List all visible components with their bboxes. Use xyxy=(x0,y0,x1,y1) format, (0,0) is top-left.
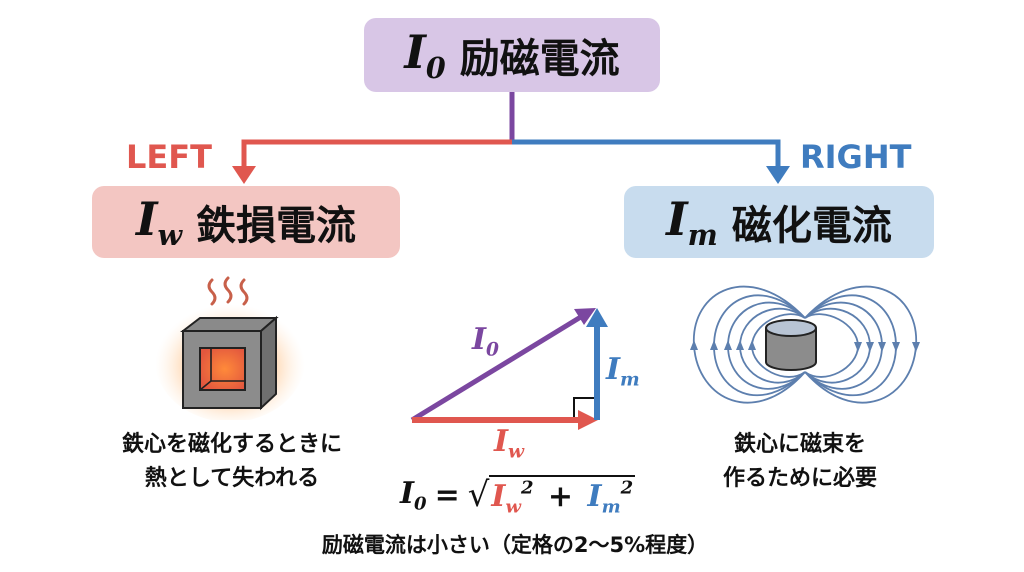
formula-lhs: I0 xyxy=(400,475,427,515)
excitation-current-box: I0 励磁電流 xyxy=(364,18,660,92)
formula-im-term: Im2 xyxy=(587,477,634,517)
bottom-note: 励磁電流は小さい（定格の2〜5%程度） xyxy=(321,533,709,557)
left-arrowhead xyxy=(232,166,256,184)
radical-sign: √ xyxy=(467,474,490,515)
field-arrow-up xyxy=(710,340,718,350)
right-angle-marker xyxy=(573,397,594,417)
field-arrow-up xyxy=(736,340,744,350)
iron-loss-current-box: Iw 鉄損電流 xyxy=(92,186,400,258)
magnetizing-caption-line1: 鉄心に磁束を xyxy=(733,432,866,457)
i0-vector xyxy=(410,312,586,423)
im-symbol: Im xyxy=(666,192,718,252)
radicand: Iw2 + Im2 xyxy=(489,475,636,517)
core-cylinder-body xyxy=(765,328,817,371)
core-window-corner xyxy=(199,380,212,391)
right-arrowhead xyxy=(766,166,790,184)
magnetizing-caption-line2: 作るために必要 xyxy=(722,466,877,491)
heated-iron-core-icon xyxy=(155,276,305,420)
formula-iw-term: Iw2 xyxy=(491,477,534,517)
magnetic-field-lines-icon xyxy=(690,285,920,404)
iron-loss-caption-line2: 熱として失われる xyxy=(144,466,320,491)
field-arrow-down xyxy=(912,342,920,352)
iw-arrowhead xyxy=(578,410,598,430)
field-arrow-up xyxy=(724,340,732,350)
right-direction-label: RIGHT xyxy=(800,138,912,176)
i0-arrowhead xyxy=(574,308,596,325)
heat-wave xyxy=(207,278,217,306)
left-branch-line xyxy=(241,139,512,170)
iron-loss-caption-line1: 鉄心を磁化するときに xyxy=(121,432,342,457)
field-arrow-down xyxy=(878,342,886,352)
iw-vector-label: Iw xyxy=(494,424,525,463)
magnetizing-current-box: Im 磁化電流 xyxy=(624,186,934,258)
field-arrow-down xyxy=(854,342,862,352)
field-arrow-up xyxy=(748,340,756,350)
magnetizing-caption: 鉄心に磁束を 作るために必要 xyxy=(690,428,910,496)
right-branch-line xyxy=(512,139,781,170)
heat-wave xyxy=(239,278,249,306)
excitation-current-label: 励磁電流 xyxy=(459,36,620,82)
core-cylinder-top xyxy=(765,319,817,337)
i0-symbol: I0 xyxy=(404,25,446,85)
square-root: √ Iw2 + Im2 xyxy=(467,473,636,517)
heat-wave xyxy=(223,276,233,304)
core-side-face xyxy=(260,315,277,411)
magnetizing-current-label: 磁化電流 xyxy=(731,203,892,249)
iron-loss-current-label: 鉄損電流 xyxy=(196,203,357,249)
i0-vector-label: I0 xyxy=(472,322,499,361)
formula-equals: = xyxy=(434,477,460,513)
left-direction-label: LEFT xyxy=(126,138,212,176)
im-vector-label: Im xyxy=(606,352,640,391)
field-arrow-down xyxy=(892,342,900,352)
iw-symbol: Iw xyxy=(135,192,183,252)
field-arrow-up xyxy=(690,340,698,350)
iron-loss-caption: 鉄心を磁化するときに 熱として失われる xyxy=(94,428,370,496)
im-arrowhead xyxy=(586,308,608,327)
formula-plus: + xyxy=(547,478,574,514)
field-arrow-down xyxy=(866,342,874,352)
magnitude-formula: I0 = √ Iw2 + Im2 xyxy=(400,470,640,520)
vector-triangle-diagram xyxy=(410,308,608,430)
